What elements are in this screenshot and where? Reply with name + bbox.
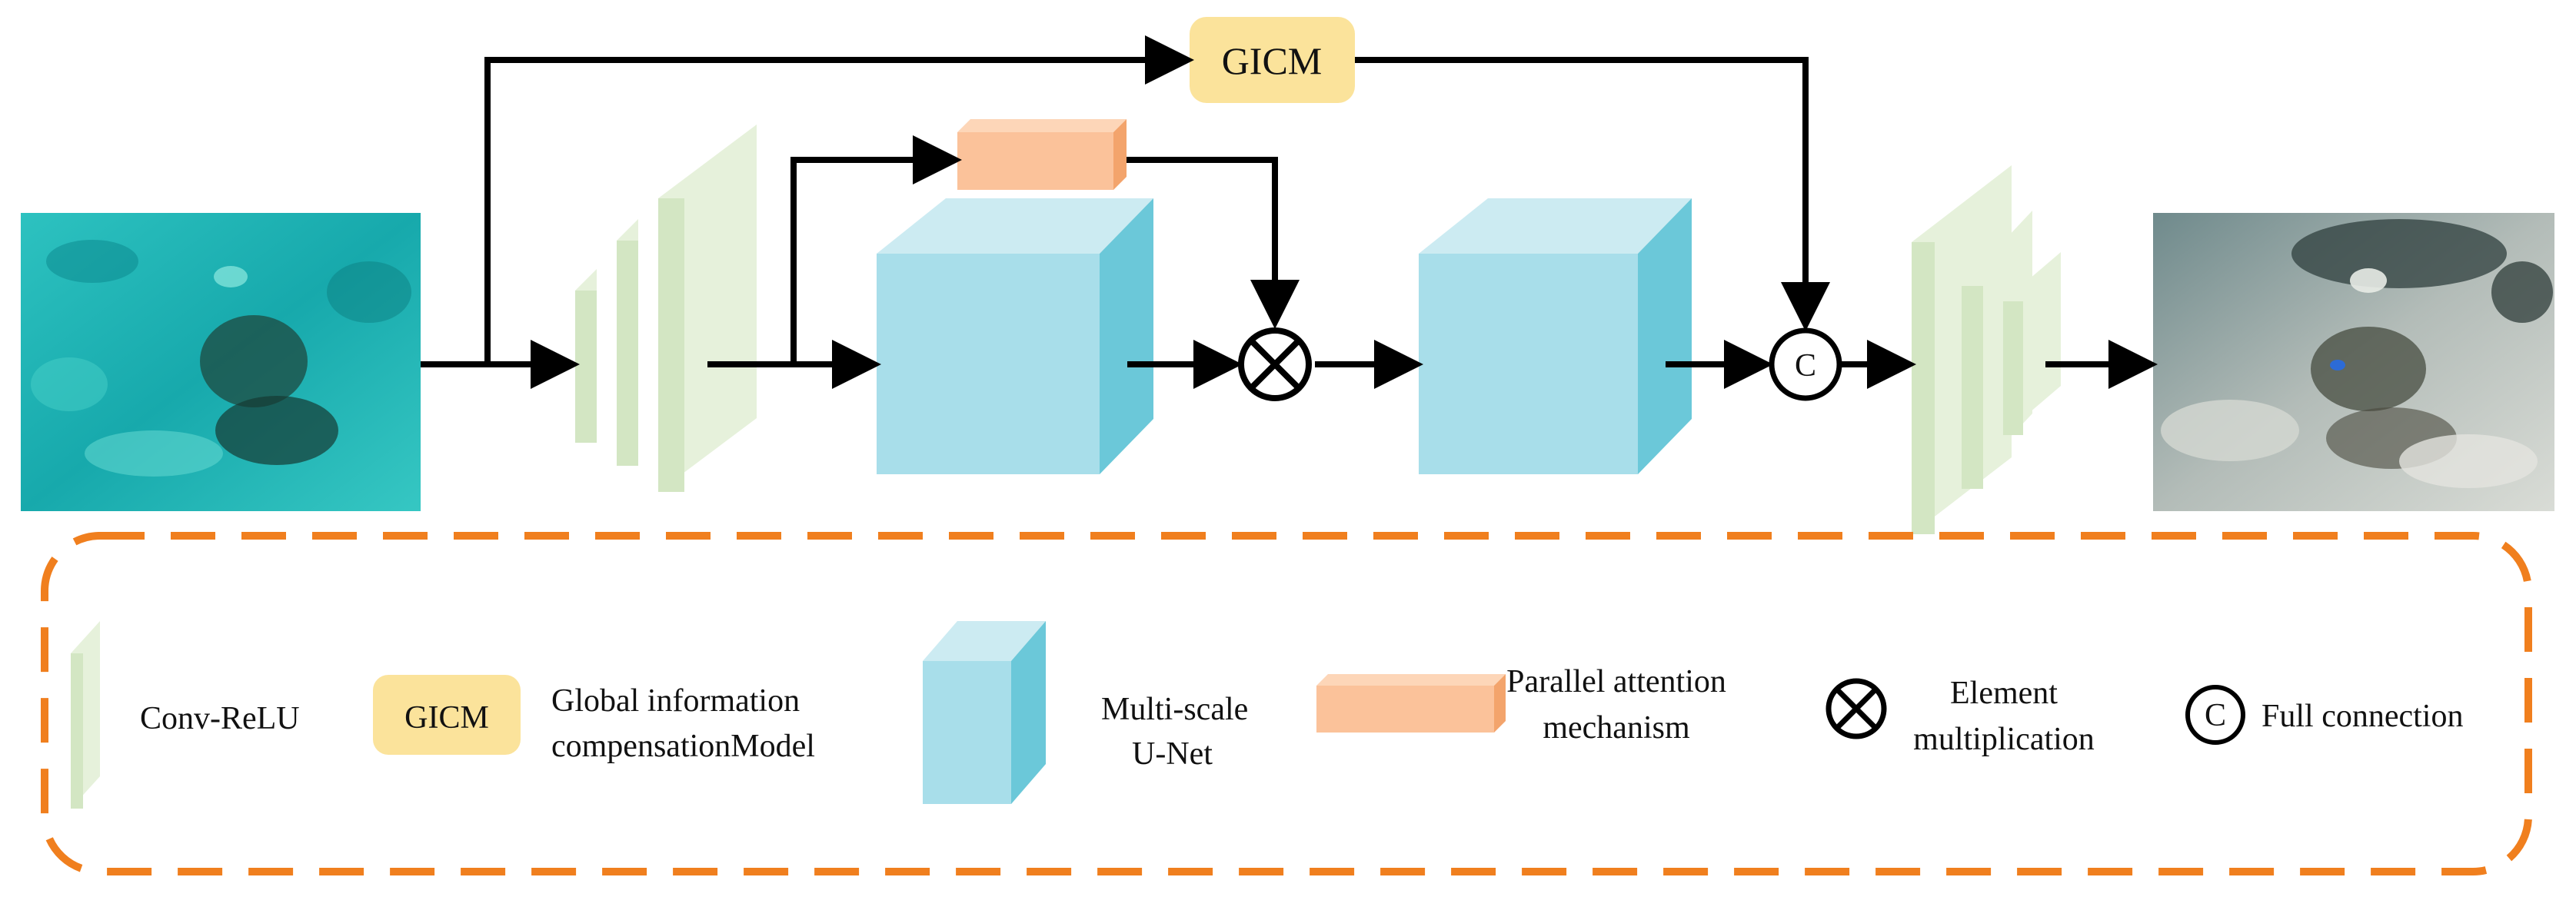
legend: Conv-ReLU GICM Global information compen…	[41, 532, 2532, 875]
legend-unet-line2: U-Net	[1132, 736, 1213, 772]
input-underwater-image	[21, 213, 421, 511]
arrow-to-attention	[790, 135, 962, 364]
arrow-gicm-to-concat	[1355, 57, 1830, 331]
legend-gicm-desc-line1: Global information	[551, 683, 800, 719]
conv-relu-block-input	[575, 125, 757, 492]
output-enhanced-image	[2153, 213, 2554, 511]
legend-border	[41, 532, 2532, 875]
parallel-attention-block	[957, 119, 1127, 190]
legend-gicm-label: GICM	[404, 700, 489, 736]
legend-element-multiplication: Element multiplication	[1825, 676, 2095, 757]
arrow-input-to-gicm	[484, 35, 1194, 364]
full-connection-node: C	[1769, 327, 1842, 401]
connections	[421, 35, 2158, 389]
full-connection-symbol: C	[1795, 348, 1816, 384]
legend-full-connection-label: Full connection	[2261, 699, 2463, 734]
legend-attention-line1: Parallel attention	[1506, 664, 1726, 699]
multiscale-unet-cube-1	[877, 198, 1153, 474]
element-multiplication-node	[1238, 327, 1312, 401]
gicm-label: GICM	[1222, 39, 1323, 82]
arrow-attention-to-multiply	[1127, 157, 1300, 329]
legend-unet-line1: Multi-scale	[1101, 692, 1248, 727]
legend-element-line2: multiplication	[1913, 722, 2095, 757]
legend-unet: Multi-scale U-Net	[923, 621, 1248, 804]
legend-element-line1: Element	[1950, 676, 2058, 711]
legend-conv-relu-label: Conv-ReLU	[140, 701, 300, 736]
legend-attention-line2: mechanism	[1543, 710, 1690, 746]
legend-full-connection: C Full connection	[2185, 685, 2463, 745]
legend-attention: Parallel attention mechanism	[1316, 664, 1726, 746]
legend-full-connection-symbol: C	[2205, 698, 2226, 733]
gicm-module: GICM	[1190, 17, 1355, 103]
legend-gicm-desc-line2: compensationModel	[551, 729, 815, 764]
conv-relu-block-output	[1912, 165, 2061, 534]
legend-gicm: GICM Global information compensationMode…	[373, 675, 815, 764]
multiscale-unet-cube-2	[1419, 198, 1692, 474]
legend-conv-relu: Conv-ReLU	[71, 621, 300, 809]
